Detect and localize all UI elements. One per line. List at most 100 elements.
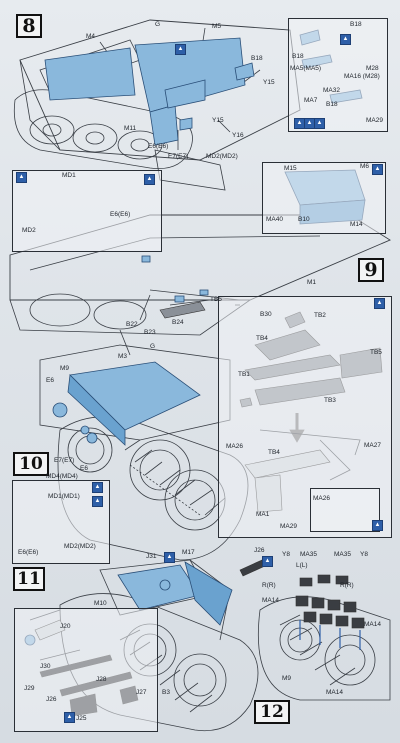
- label-ma29: MA29: [280, 523, 297, 530]
- label-m11: M11: [124, 125, 137, 132]
- label-inset-ma7: MA7: [304, 97, 318, 104]
- paint-icon-5: ▲: [374, 298, 385, 309]
- cement-icon-3: ▲: [372, 520, 383, 531]
- label-ma1: MA1: [256, 511, 270, 518]
- label-md4: MD4(MD4): [46, 473, 78, 480]
- label-m10: M10: [94, 600, 107, 607]
- inset-box-step10-md: [12, 480, 110, 564]
- label-rr-b: R(R): [340, 582, 354, 589]
- label-tb2: TB2: [314, 312, 326, 319]
- label-tb4-b: TB4: [268, 449, 280, 456]
- label-g-10: G: [150, 343, 156, 350]
- inset-box-step9-ma26: [310, 488, 380, 532]
- label-b22: B22: [126, 321, 138, 328]
- label-j27: J27: [136, 689, 147, 696]
- label-y15-b: Y15: [212, 117, 224, 124]
- label-ma14-a: MA14: [262, 597, 279, 604]
- label-tb5-b: TB5: [370, 349, 382, 356]
- label-ma35-a: MA35: [300, 551, 317, 558]
- label-j31: J31: [146, 553, 157, 560]
- label-e7-10: E7(E7): [54, 457, 75, 464]
- inset-box-step8-lower: [262, 162, 386, 234]
- label-m15: M15: [284, 165, 297, 172]
- label-e7: E7(E7): [168, 153, 189, 160]
- label-tb3: TB3: [324, 397, 336, 404]
- label-md2-b: MD2: [22, 227, 36, 234]
- label-ma27: MA27: [364, 442, 381, 449]
- label-ma35-b: MA35: [334, 551, 351, 558]
- label-j26-b: J26: [46, 696, 57, 703]
- label-md1: MD1: [62, 172, 76, 179]
- label-b18: B18: [251, 55, 263, 62]
- label-inset-ma29: MA29: [366, 117, 383, 124]
- label-b10: B10: [298, 216, 310, 223]
- label-inset-m28: M28: [366, 65, 379, 72]
- label-e6-10c: E6(E6): [18, 549, 39, 556]
- paint-icon-3: ▲: [314, 118, 325, 129]
- label-b23: B23: [144, 329, 156, 336]
- label-m4: M4: [86, 33, 96, 40]
- cement-icon: ▲: [16, 172, 27, 183]
- label-m9: M9: [60, 365, 70, 372]
- label-j29: J29: [24, 685, 35, 692]
- label-m1: M1: [307, 279, 317, 286]
- step-number-8: 8: [16, 14, 42, 38]
- label-g: G: [155, 21, 161, 28]
- label-m5: M5: [212, 23, 222, 30]
- step-number-12: 12: [254, 700, 290, 724]
- step-number-10: 10: [13, 452, 49, 476]
- label-inset-ma5: MA5(MA5): [290, 65, 322, 72]
- label-ma14-b: MA14: [364, 621, 381, 628]
- label-j28: J28: [96, 676, 107, 683]
- inset-box-step8-right: [288, 18, 388, 132]
- label-e6: E6(E6): [148, 143, 169, 150]
- label-md1-10: MD1(MD1): [48, 493, 80, 500]
- paint-icon: ▲: [340, 34, 351, 45]
- label-tb4: TB4: [256, 335, 268, 342]
- label-y8-b: Y8: [360, 551, 368, 558]
- label-e6-10: E6: [46, 377, 54, 384]
- label-ma14-c: MA14: [326, 689, 343, 696]
- paint-icon-7: ▲: [164, 552, 175, 563]
- label-m14: M14: [350, 221, 363, 228]
- label-j30: J30: [40, 663, 51, 670]
- cement-icon-2: ▲: [144, 174, 155, 185]
- label-inset-ma32: MA32: [323, 87, 340, 94]
- label-e6-b: E6(E6): [110, 211, 131, 218]
- step-number-9: 9: [358, 258, 384, 282]
- label-inset-b18-b: B18: [292, 53, 304, 60]
- inset-box-step8-md: [12, 170, 162, 252]
- label-ma26-b: MA26: [313, 495, 330, 502]
- cement-icon-4: ▲: [92, 482, 103, 493]
- label-b3: B3: [162, 689, 170, 696]
- label-ll: L(L): [296, 562, 308, 569]
- label-md2-10: MD2(MD2): [64, 543, 96, 550]
- label-j20: J20: [60, 623, 71, 630]
- label-y8-a: Y8: [282, 551, 290, 558]
- paint-icon-4: ▲: [372, 164, 383, 175]
- label-rr-a: R(R): [262, 582, 276, 589]
- label-m17: M17: [182, 549, 195, 556]
- label-m9-12: M9: [282, 675, 292, 682]
- label-m6: M6: [360, 163, 370, 170]
- glue-icon: ▲: [175, 44, 186, 55]
- inset-box-step11-guns: [14, 608, 158, 732]
- paint-icon-8: ▲: [262, 556, 273, 567]
- label-b30: B30: [260, 311, 272, 318]
- label-inset-m16: MA16 (M28): [344, 73, 380, 80]
- label-j25: J25: [76, 715, 87, 722]
- label-tb5: TB5: [210, 296, 222, 303]
- step-number-11: 11: [13, 567, 45, 591]
- label-ma40: MA40: [266, 216, 283, 223]
- label-ma26: MA26: [226, 443, 243, 450]
- cement-icon-5: ▲: [64, 712, 75, 723]
- label-y15-a: Y15: [263, 79, 275, 86]
- label-e6-10b: E6: [80, 465, 88, 472]
- label-md2: MD2(MD2): [206, 153, 238, 160]
- label-inset-b18-c: B18: [326, 101, 338, 108]
- label-m3: M3: [118, 353, 128, 360]
- label-inset-b18-a: B18: [350, 21, 362, 28]
- label-tb1: TB1: [238, 371, 250, 378]
- label-y16: Y16: [232, 132, 244, 139]
